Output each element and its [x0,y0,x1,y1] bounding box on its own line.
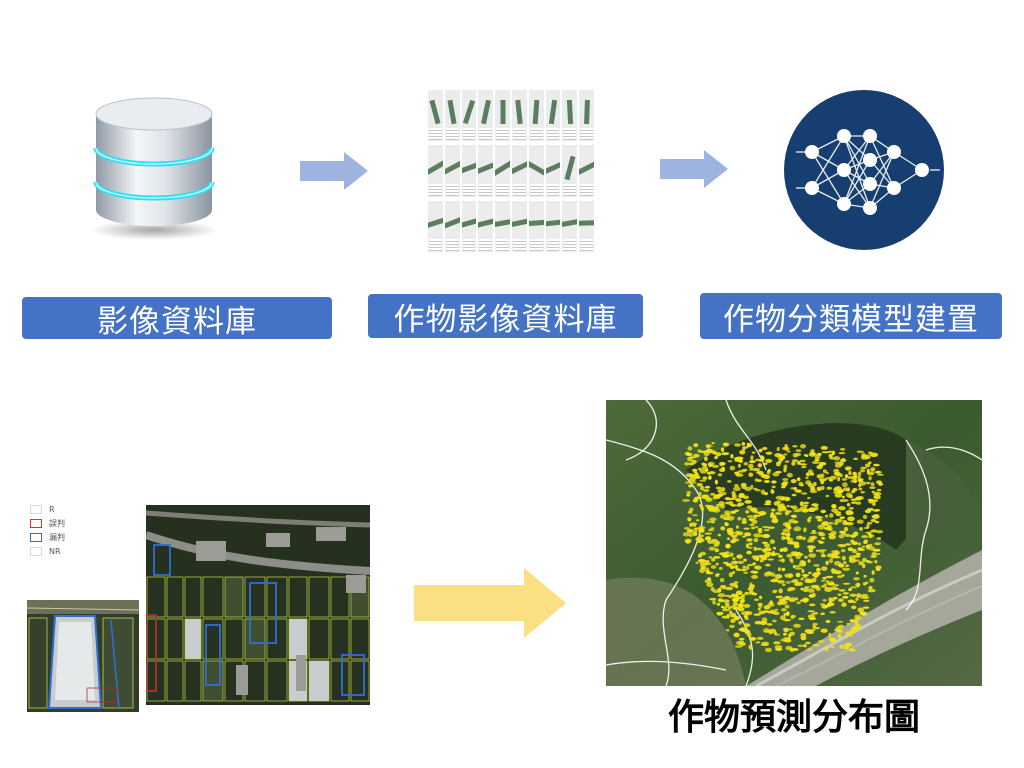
crop-prediction-map-image [606,400,982,686]
crop-thumbnail [461,145,477,197]
legend-swatch [30,518,42,528]
legend-item-r: R [30,502,120,516]
crop-thumbnail [461,90,477,142]
legend-item-nr: NR [30,544,120,558]
crop-thumbnail [562,145,578,197]
crop-thumbnail [428,145,443,197]
crop-thumbnail [461,200,477,252]
aerial-field-closeup-image [27,600,139,712]
crop-thumbnail [444,90,460,142]
crop-thumbnail [512,200,527,252]
crop-thumbnail [495,145,510,197]
step-label-crop-image-database: 作物影像資料庫 [368,294,643,338]
crop-image-thumbnail-grid [428,90,594,252]
crop-thumbnail [579,90,594,142]
aerial-field-classification-image [146,505,370,705]
legend-swatch [30,546,42,556]
crop-thumbnail [545,145,561,197]
crop-thumbnail [528,90,544,142]
crop-thumbnail [562,200,578,252]
crop-thumbnail [444,200,460,252]
step-label-image-database: 影像資料庫 [22,297,332,340]
crop-thumbnail [495,200,510,252]
crop-thumbnail [428,90,443,142]
legend-swatch [30,504,42,514]
crop-thumbnail [528,200,544,252]
neural-network-icon [784,90,944,250]
crop-thumbnail [545,200,561,252]
database-icon [90,97,218,240]
crop-thumbnail [579,200,594,252]
crop-thumbnail [478,145,494,197]
legend-item-label: 誤判 [49,518,65,528]
legend-item-false-positive: 誤判 [30,516,120,530]
crop-thumbnail [512,90,527,142]
legend-item-label: R [49,504,55,514]
legend-item-missed: 漏判 [30,530,120,544]
map-legend: R 誤判 漏判 NR [30,502,120,558]
step-label-crop-classification-model: 作物分類模型建置 [700,293,1002,339]
crop-thumbnail [528,145,544,197]
flow-arrow-right-icon [660,150,728,188]
crop-thumbnail [579,145,594,197]
output-map-title: 作物預測分布圖 [667,697,920,738]
crop-thumbnail [512,145,527,197]
flow-arrow-right-icon [300,152,368,190]
crop-thumbnail [478,200,494,252]
result-arrow-right-icon [414,568,566,638]
legend-swatch [30,532,42,542]
legend-item-label: NR [49,546,61,556]
crop-thumbnail [478,90,494,142]
legend-item-label: 漏判 [49,532,65,542]
crop-thumbnail [545,90,561,142]
crop-thumbnail [428,200,443,252]
crop-thumbnail [495,90,510,142]
crop-thumbnail [562,90,578,142]
crop-thumbnail [444,145,460,197]
